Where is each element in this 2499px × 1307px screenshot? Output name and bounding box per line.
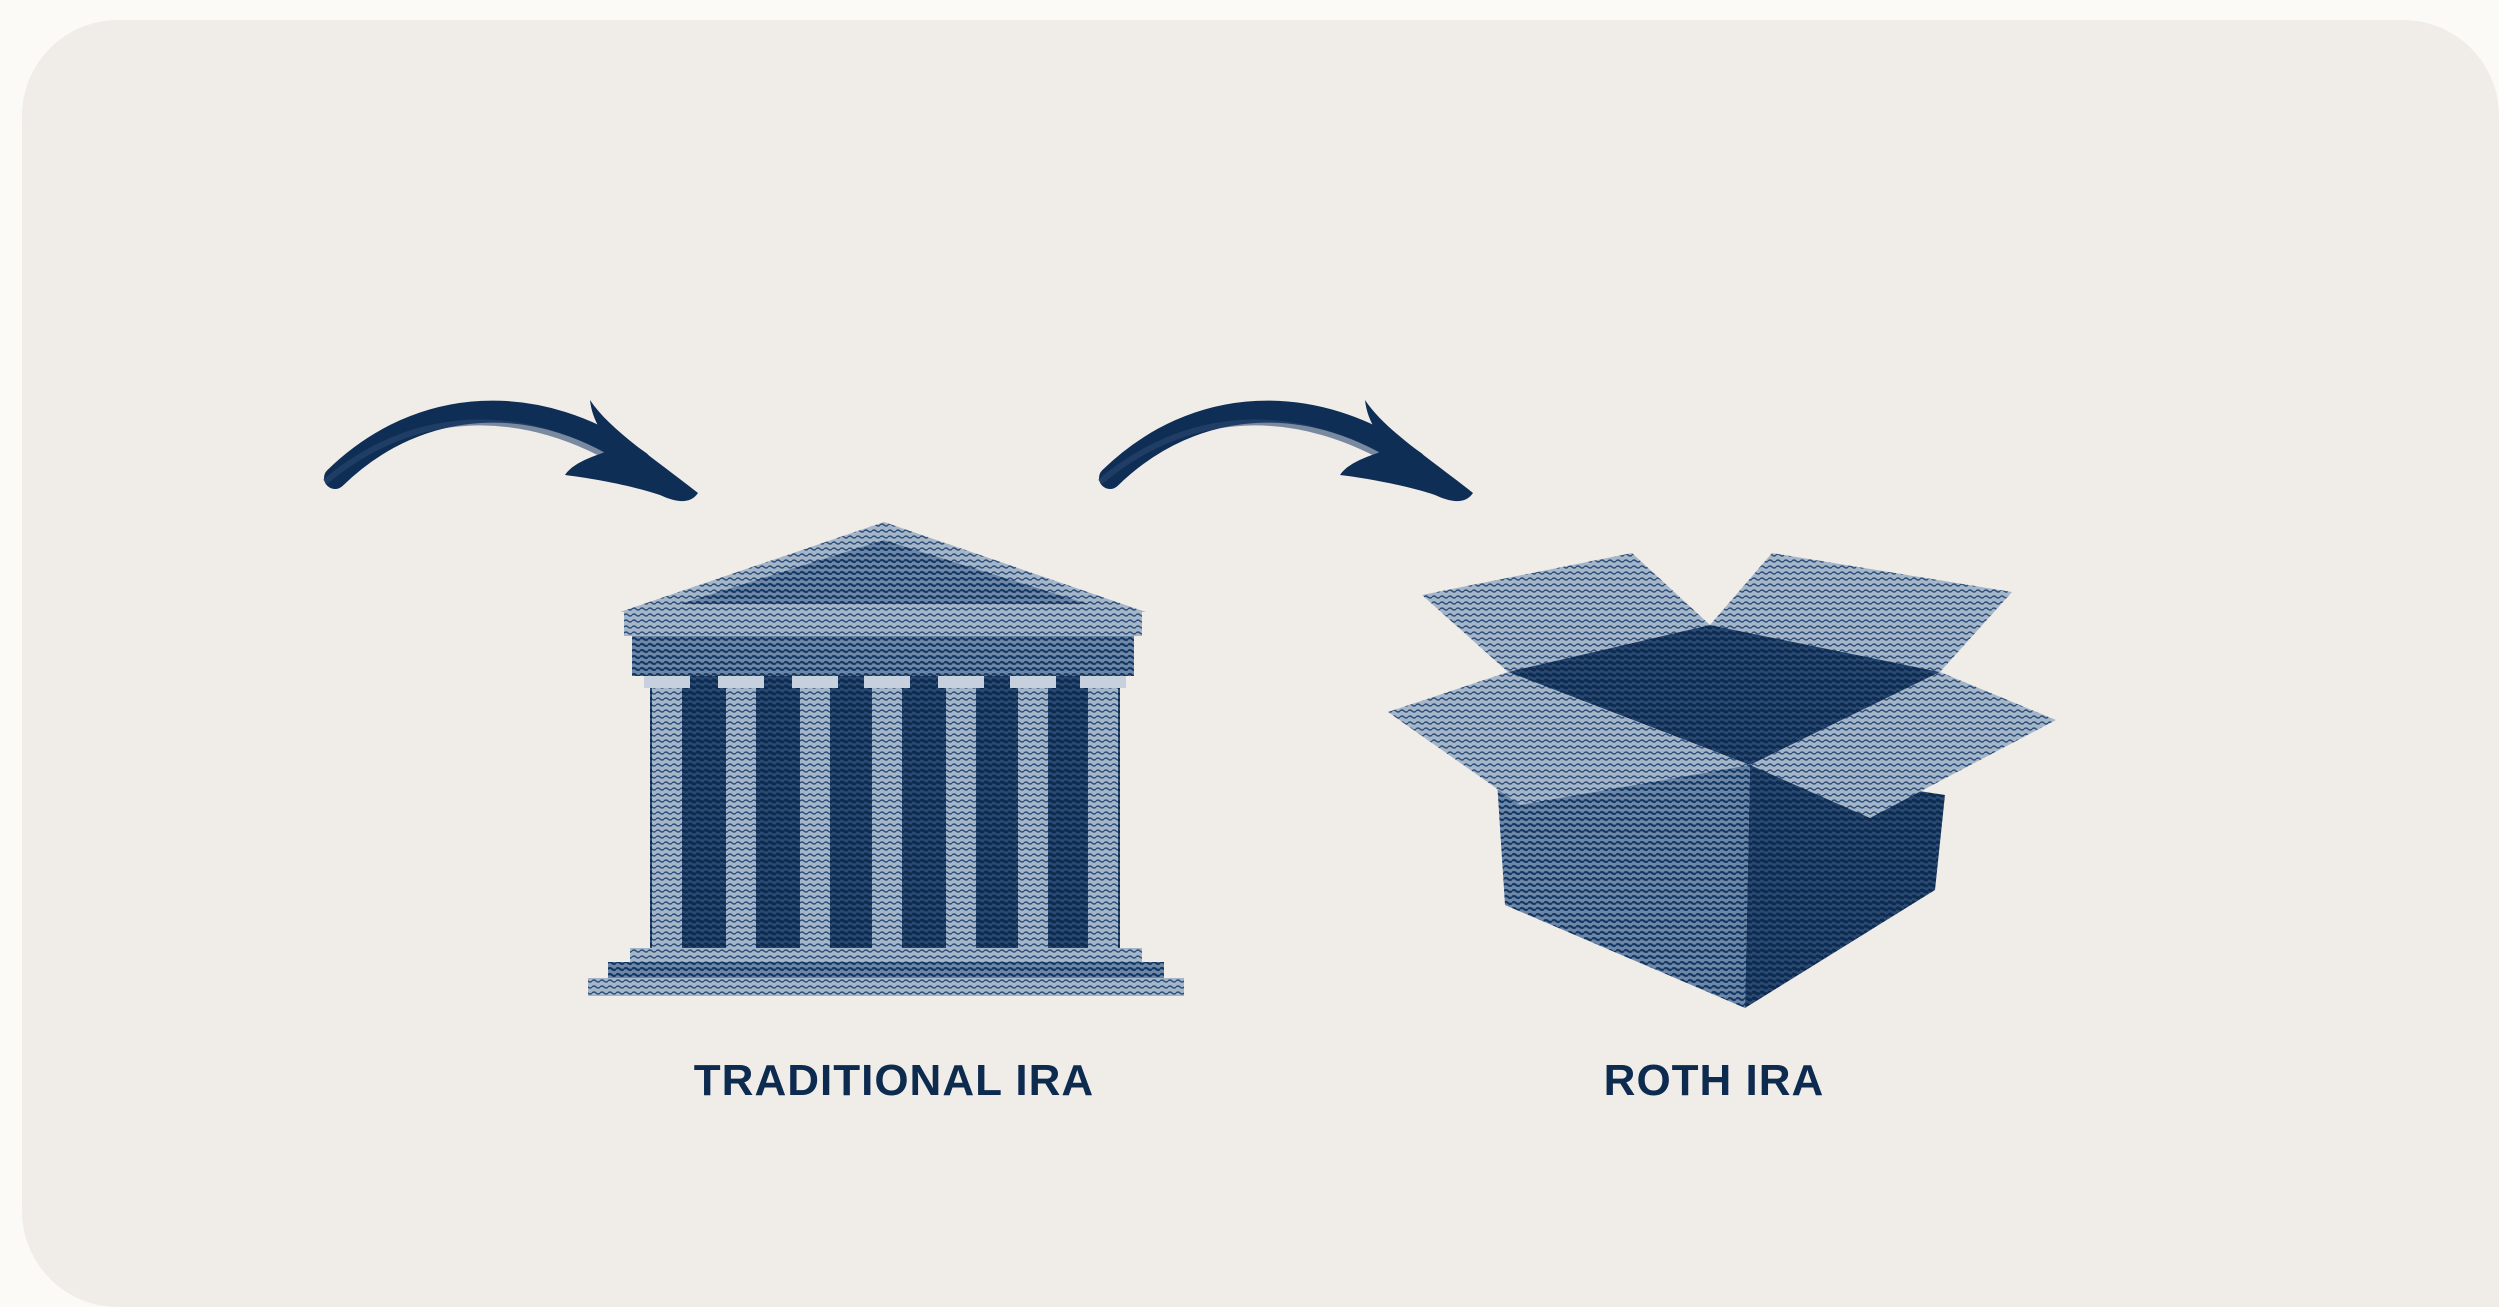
traditional-ira-label: TRADITIONAL IRA bbox=[693, 1056, 1095, 1105]
roth-ira-label: ROTH IRA bbox=[1603, 1056, 1825, 1105]
curved-arrow-icon bbox=[323, 400, 698, 502]
open-box-icon bbox=[1388, 553, 2056, 1008]
temple-building-icon bbox=[588, 522, 1184, 996]
curved-arrow-icon bbox=[1098, 400, 1473, 502]
diagram-card bbox=[22, 20, 2499, 1307]
